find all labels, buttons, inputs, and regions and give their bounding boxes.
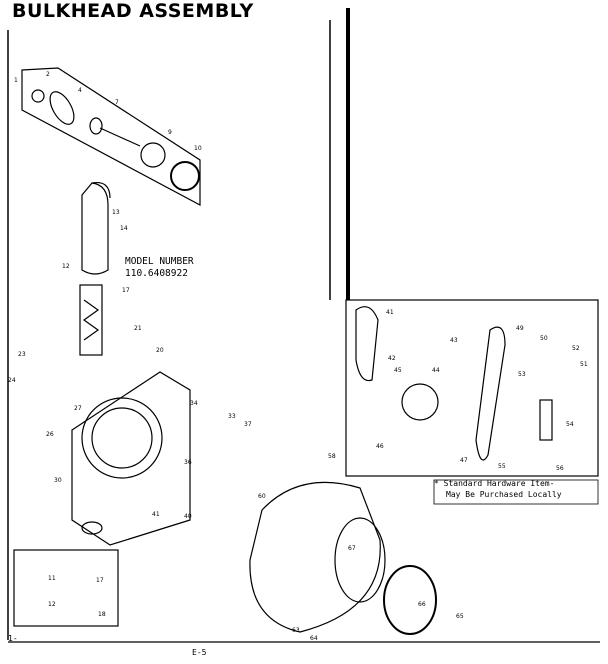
drive-belt-left	[355, 306, 379, 382]
callout-42: 42	[388, 355, 396, 362]
callout-1: 1	[14, 77, 18, 84]
page-title: BULKHEAD ASSEMBLY	[12, 0, 254, 22]
page-mark-left: 1-	[8, 634, 18, 643]
part-impeller	[170, 161, 200, 191]
callout-23: 23	[18, 351, 26, 358]
callout-9: 9	[168, 129, 172, 136]
note-frame	[433, 479, 599, 505]
callout-7: 7	[115, 99, 119, 106]
callout-41b: 41	[386, 309, 394, 316]
callout-30: 30	[54, 477, 62, 484]
exhaust-duct	[81, 182, 109, 275]
part-blower-wheel	[140, 142, 166, 168]
callout-20: 20	[156, 347, 164, 354]
heater-coil	[82, 299, 100, 341]
callout-56: 56	[556, 465, 564, 472]
callout-4: 4	[78, 87, 82, 94]
callout-2: 2	[46, 71, 50, 78]
callout-63: 63	[292, 627, 300, 634]
heater-housing	[79, 284, 103, 356]
callout-17-inset: 17	[96, 577, 104, 584]
callout-40: 40	[184, 513, 192, 520]
callout-66: 66	[418, 601, 426, 608]
small-parts-inset	[13, 549, 119, 627]
callout-17: 17	[122, 287, 130, 294]
motor-inset-frame	[345, 299, 599, 477]
bulkhead-opening	[91, 407, 153, 469]
callout-37: 37	[244, 421, 252, 428]
bulkhead-plate	[71, 371, 191, 546]
model-number-label: MODEL NUMBER	[125, 256, 194, 267]
drive-belt-right	[475, 326, 506, 461]
motor-body	[401, 383, 439, 421]
callout-33: 33	[228, 413, 236, 420]
hardware-note-line-2: May Be Purchased Locally	[446, 490, 562, 499]
callout-64: 64	[310, 635, 318, 642]
callout-14: 14	[120, 225, 128, 232]
callout-54: 54	[566, 421, 574, 428]
callout-50: 50	[540, 335, 548, 342]
drum-seal-ring	[383, 565, 437, 635]
callout-46: 46	[376, 443, 384, 450]
callout-65: 65	[456, 613, 464, 620]
callout-45: 45	[394, 367, 402, 374]
idler-bracket	[539, 399, 553, 441]
callout-numbers: 2 1 4 7 9 10 13 14 12 17 21 20 23 24 27 …	[8, 71, 588, 642]
callout-51: 51	[580, 361, 588, 368]
callout-53: 53	[518, 371, 526, 378]
callout-41: 41	[152, 511, 160, 518]
hardware-note-line-1: * Standard Hardware Item-	[434, 479, 555, 488]
callout-49: 49	[516, 325, 524, 332]
standard-hardware-note: * Standard Hardware Item- May Be Purchase…	[434, 478, 562, 500]
callout-43: 43	[450, 337, 458, 344]
callout-36: 36	[184, 459, 192, 466]
callout-13: 13	[112, 209, 120, 216]
callout-12-inset: 12	[48, 601, 56, 608]
page-mark-center: E-5	[192, 648, 207, 657]
callout-21: 21	[134, 325, 142, 332]
callout-52: 52	[572, 345, 580, 352]
callout-58: 58	[328, 453, 336, 460]
callout-24: 24	[8, 377, 16, 384]
callout-34: 34	[190, 400, 198, 407]
model-number-block: MODEL NUMBER 110.6408922	[125, 256, 194, 280]
callout-26: 26	[46, 431, 54, 438]
callout-60: 60	[258, 493, 266, 500]
callout-27: 27	[74, 405, 82, 412]
part-ring	[49, 91, 75, 125]
part-shaft	[99, 127, 141, 147]
drum-body	[249, 481, 381, 633]
callout-11-inset: 11	[48, 575, 56, 582]
drum-opening	[334, 517, 386, 603]
callout-18-inset: 18	[98, 611, 106, 618]
callout-55: 55	[498, 463, 506, 470]
bulkhead-hole	[81, 521, 103, 535]
callout-10: 10	[194, 145, 202, 152]
blower-panel-outline	[21, 67, 201, 207]
part-bearing	[31, 89, 45, 103]
duct-elbow	[91, 181, 111, 199]
callout-67: 67	[348, 545, 356, 552]
bulkhead-ring	[81, 397, 163, 479]
model-number-value: 110.6408922	[125, 268, 188, 279]
callout-44: 44	[432, 367, 440, 374]
callout-12: 12	[62, 263, 70, 270]
callout-47: 47	[460, 457, 468, 464]
part-seal	[89, 117, 103, 135]
